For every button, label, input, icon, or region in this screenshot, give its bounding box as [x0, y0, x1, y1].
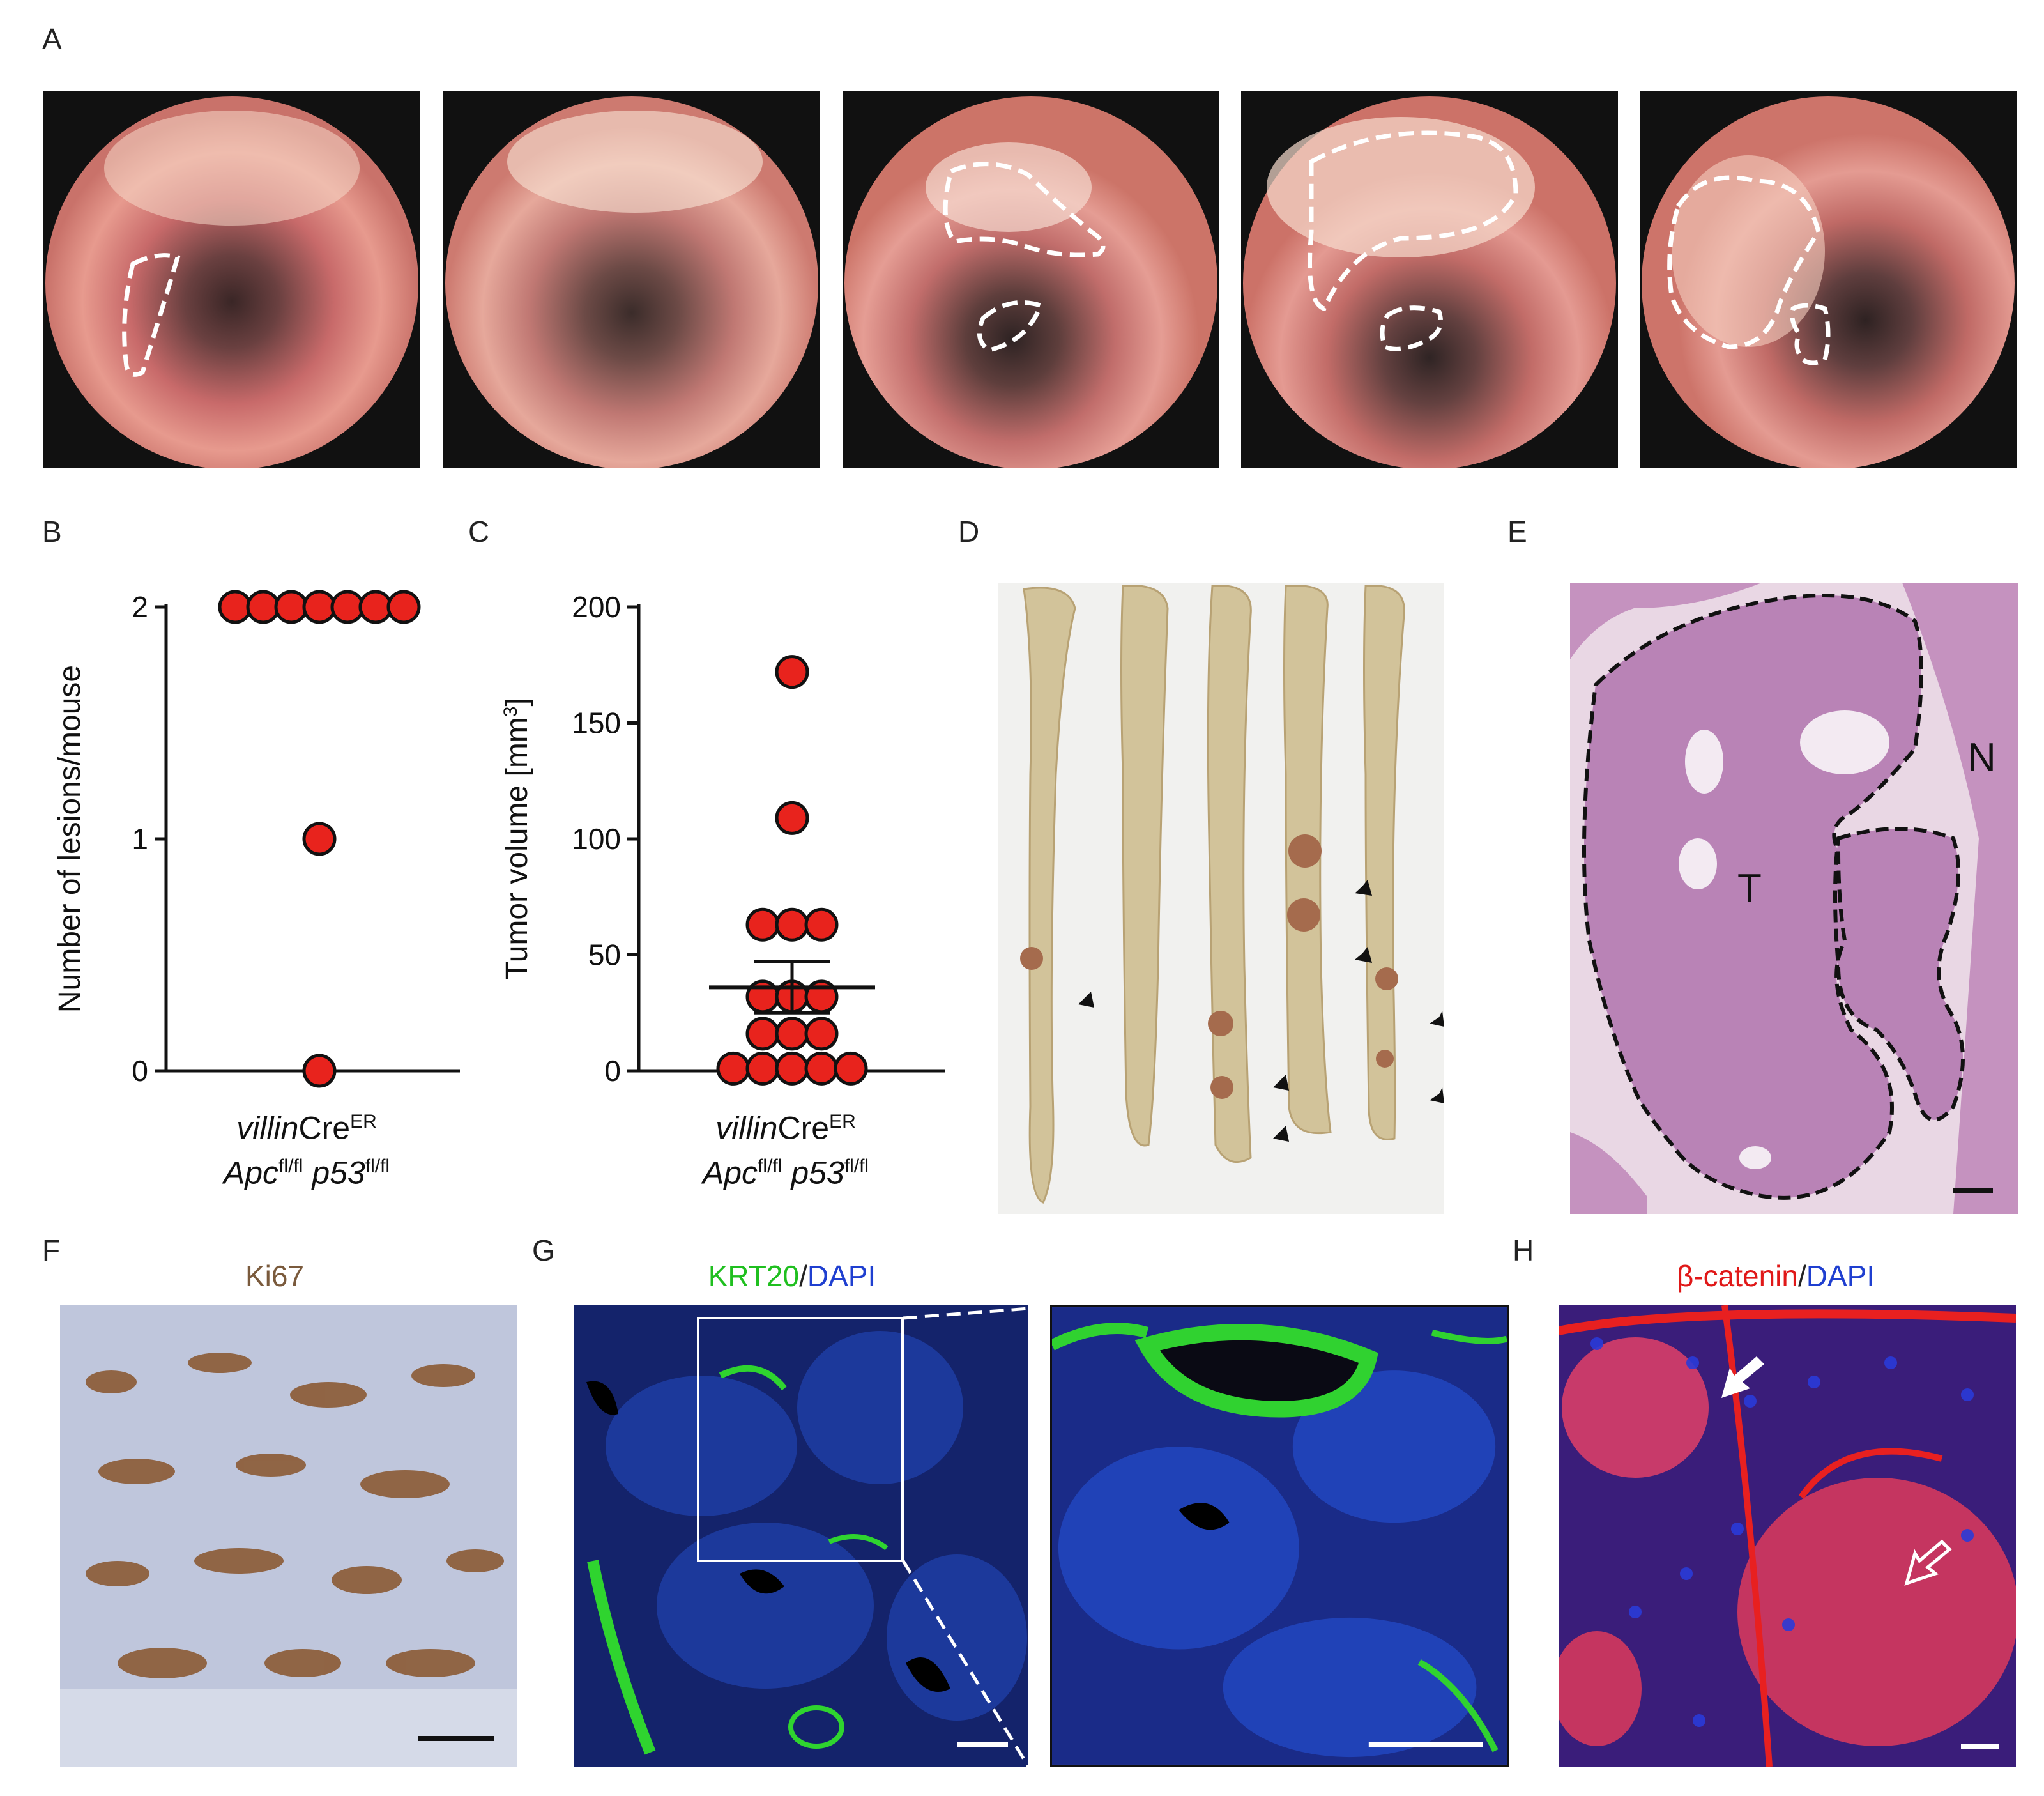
- data-point: [775, 801, 809, 835]
- data-point: [302, 1054, 337, 1088]
- gene-cre: Cre: [777, 1110, 830, 1146]
- data-point: [716, 1051, 751, 1086]
- endoscopy-image-2: [443, 91, 820, 468]
- y-tick-label: 100: [572, 822, 621, 856]
- he-histology-image: [1570, 583, 2018, 1214]
- gene-apc: Apc: [223, 1155, 279, 1191]
- data-point: [274, 590, 309, 624]
- data-point: [246, 590, 280, 624]
- he-label-tumor: T: [1737, 866, 1762, 910]
- data-point: [330, 590, 365, 624]
- beta-catenin-label: β-catenin: [1676, 1259, 1798, 1293]
- dapi-label: DAPI: [807, 1259, 876, 1293]
- data-point: [775, 907, 809, 942]
- chart-b-genotype-label: villinCreER Apcfl/fl p53fl/fl: [153, 1103, 460, 1192]
- data-point: [218, 590, 252, 624]
- title-separator: /: [1797, 1259, 1806, 1293]
- data-point: [302, 822, 337, 856]
- beta-catenin-if-image: [1559, 1305, 2016, 1767]
- gene-p53-sup: fl/fl: [844, 1155, 869, 1177]
- y-tick-label: 150: [572, 707, 621, 740]
- y-axis-title: Tumor volume [mm3]: [500, 698, 535, 980]
- y-tick-label: 2: [132, 590, 148, 624]
- endoscopy-image-5: [1640, 91, 2017, 468]
- he-label-normal: N: [1967, 735, 1996, 779]
- y-tick-label: 0: [604, 1054, 621, 1087]
- data-point: [804, 1051, 839, 1086]
- endoscopy-image-1: [43, 91, 420, 468]
- gene-er: ER: [829, 1111, 856, 1132]
- data-point: [804, 1017, 839, 1051]
- data-point: [775, 1017, 809, 1051]
- gene-p53: p53: [312, 1155, 365, 1191]
- data-point: [834, 1051, 868, 1086]
- y-tick-label: 1: [132, 822, 148, 856]
- gene-er: ER: [350, 1111, 377, 1132]
- panel-label-c: C: [468, 515, 490, 548]
- panel-label-e: E: [1507, 515, 1527, 548]
- panel-label-b: B: [42, 515, 62, 548]
- krt20-if-overview-image: [574, 1305, 1028, 1767]
- colon-specimens-photo: [998, 583, 1444, 1214]
- zoom-connector-lines: [901, 1305, 1055, 1767]
- data-point: [775, 655, 809, 689]
- panel-label-d: D: [958, 515, 980, 548]
- panel-label-g: G: [532, 1234, 555, 1267]
- data-point: [386, 590, 421, 624]
- gene-villin: villin: [715, 1110, 778, 1146]
- title-separator: /: [799, 1259, 807, 1293]
- panel-label-a: A: [42, 22, 62, 56]
- y-tick-label: 0: [132, 1054, 148, 1087]
- data-point: [745, 1017, 780, 1051]
- dapi-label: DAPI: [1806, 1259, 1875, 1293]
- ki67-ihc-image: [60, 1305, 517, 1767]
- panel-label-h: H: [1513, 1234, 1534, 1267]
- gene-villin: villin: [236, 1110, 299, 1146]
- krt20-dapi-title: KRT20/DAPI: [664, 1259, 920, 1293]
- endoscopy-image-4: [1241, 91, 1618, 468]
- beta-catenin-dapi-title: β-catenin/DAPI: [1635, 1259, 1916, 1293]
- gene-apc-sup: fl/fl: [758, 1155, 782, 1177]
- data-point: [804, 907, 839, 942]
- y-tick-label: 200: [572, 590, 621, 624]
- y-tick-label: 50: [588, 939, 621, 972]
- chart-c-genotype-label: villinCreER Apcfl/fl p53fl/fl: [632, 1103, 939, 1192]
- panel-label-f: F: [42, 1234, 61, 1267]
- y-axis-title: Number of lesions/mouse: [53, 665, 87, 1013]
- data-point: [745, 1051, 780, 1086]
- data-point: [745, 907, 780, 942]
- gene-apc: Apc: [702, 1155, 758, 1191]
- krt20-label: KRT20: [708, 1259, 800, 1293]
- data-point: [302, 590, 337, 624]
- gene-apc-sup: fl/fl: [278, 1155, 303, 1177]
- krt20-if-zoom-image: [1050, 1305, 1509, 1767]
- ki67-title: Ki67: [245, 1259, 305, 1293]
- gene-p53: p53: [791, 1155, 844, 1191]
- gene-cre: Cre: [298, 1110, 351, 1146]
- endoscopy-image-3: [843, 91, 1219, 468]
- data-point: [775, 1051, 809, 1086]
- gene-p53-sup: fl/fl: [365, 1155, 390, 1177]
- data-point: [358, 590, 393, 624]
